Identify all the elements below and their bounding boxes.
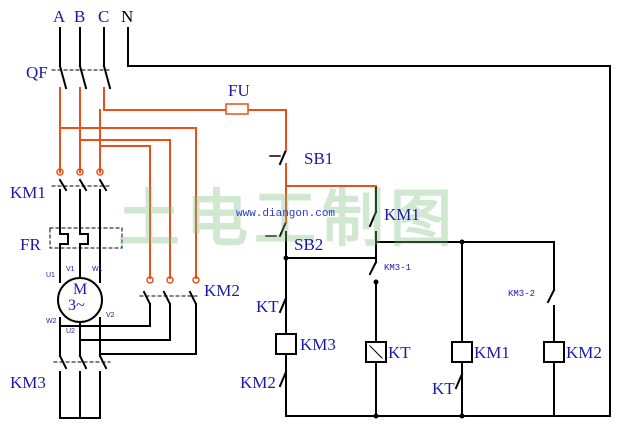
label-v1: V1 (66, 266, 75, 273)
label-km2-main: KM2 (204, 281, 240, 300)
label-km1-coil: KM1 (474, 343, 510, 362)
motor-m-label: M (73, 281, 88, 298)
label-km1-ctrl: KM1 (384, 205, 420, 224)
label-u1: U1 (46, 272, 55, 279)
fr-element-a (59, 225, 69, 253)
label-fr: FR (20, 235, 41, 254)
fuse-fu (225, 103, 249, 115)
label-u2: U2 (66, 328, 75, 335)
label-km3-2: KM3-2 (508, 289, 536, 299)
fr-box (49, 227, 123, 249)
qf-blade-c (102, 64, 112, 90)
label-km2-ctrl: KM2 (240, 373, 276, 392)
fr-element-b (79, 225, 89, 253)
label-km3-coil: KM3 (300, 335, 336, 354)
label-v2: V2 (106, 312, 115, 319)
qf-blade-b (78, 64, 88, 90)
label-phase-n: N (121, 7, 134, 26)
km1-coil (451, 341, 473, 363)
qf-blade-a (58, 64, 68, 90)
label-qf: QF (26, 63, 48, 82)
label-kt-contact: KT (256, 297, 279, 316)
label-w1: W1 (92, 266, 103, 273)
label-w2: W2 (46, 318, 57, 325)
label-phase-c: C (98, 7, 110, 26)
label-kt-coil: KT (388, 343, 411, 362)
watermark-text: 土电工制图 (118, 182, 459, 255)
label-km3-main: KM3 (10, 373, 46, 392)
km2-coil (543, 341, 565, 363)
watermark-url: www.diangon.com (236, 208, 336, 220)
label-km2-coil: KM2 (566, 343, 602, 362)
km3-coil (275, 333, 297, 355)
motor-3-label: 3~ (68, 297, 85, 314)
label-phase-b: B (74, 7, 86, 26)
label-sb1: SB1 (304, 149, 334, 168)
label-km1-main: KM1 (10, 183, 46, 202)
label-sb2: SB2 (294, 235, 324, 254)
label-fu: FU (228, 81, 250, 100)
label-km3-1: KM3-1 (384, 263, 412, 273)
label-phase-a: A (53, 7, 66, 26)
label-kt-nc2: KT (432, 379, 455, 398)
